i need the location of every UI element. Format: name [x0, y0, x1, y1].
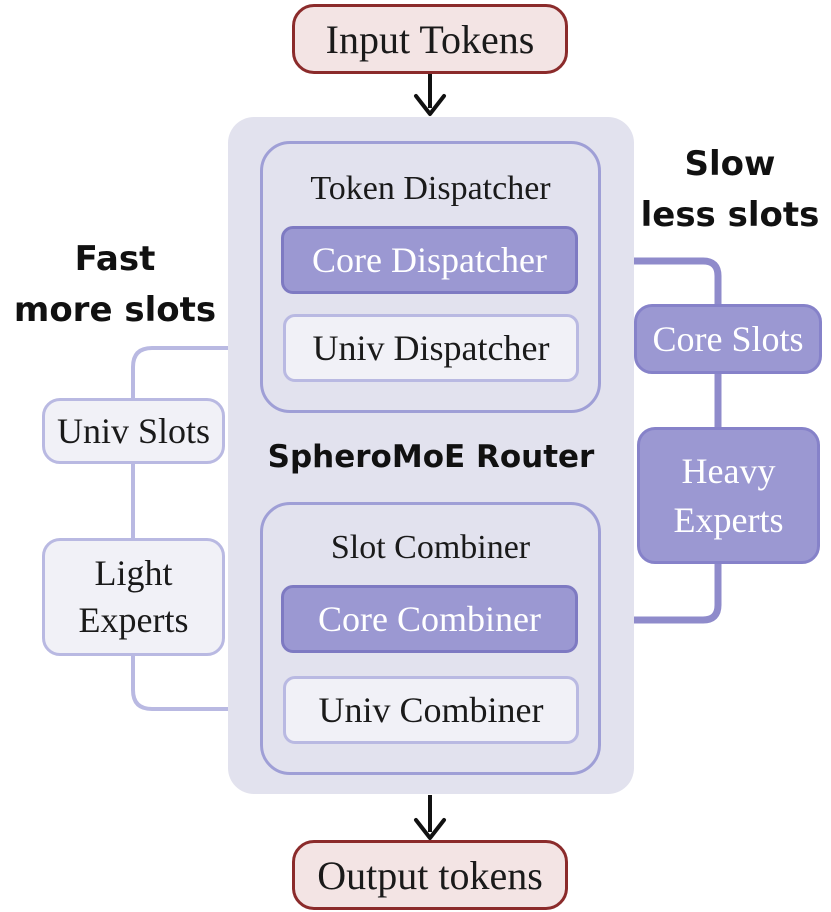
- input-arrowhead: [414, 94, 446, 116]
- heavy-experts-line1: Heavy: [681, 450, 776, 491]
- light-experts-line2: Experts: [78, 600, 189, 640]
- core-combiner-label: Core Combiner: [318, 599, 541, 639]
- univ-slots-box: Univ Slots: [42, 398, 225, 464]
- token-dispatcher-group: [260, 141, 601, 413]
- router-label: SpheroMoE Router: [267, 439, 595, 475]
- fast-path-note-line2: more slots: [13, 290, 217, 330]
- light-path-line: [131, 346, 283, 711]
- fast-path-note: Fast more slots: [5, 234, 225, 342]
- slow-path-note-line1: Slow: [684, 144, 776, 184]
- input-tokens-box: Input Tokens: [292, 4, 568, 74]
- core-slots-box: Core Slots: [634, 304, 822, 374]
- light-experts-line1: Light: [94, 553, 173, 594]
- slot-combiner-group: [260, 502, 601, 775]
- slot-combiner-title: Slot Combiner: [330, 529, 531, 566]
- core-slots-label: Core Slots: [652, 318, 804, 359]
- slow-path-note-line2: less slots: [640, 195, 820, 235]
- univ-dispatcher-label: Univ Dispatcher: [312, 328, 550, 368]
- univ-slots-label: Univ Slots: [56, 410, 211, 451]
- output-arrowhead: [414, 818, 446, 840]
- core-dispatcher-box: Core Dispatcher: [281, 226, 578, 294]
- output-tokens-label: Output tokens: [317, 852, 543, 898]
- univ-combiner-box: Univ Combiner: [283, 676, 579, 744]
- univ-combiner-label: Univ Combiner: [318, 690, 544, 730]
- univ-dispatcher-box: Univ Dispatcher: [283, 314, 579, 382]
- input-tokens-label: Input Tokens: [325, 16, 535, 62]
- slow-path-note: Slow less slots: [632, 139, 828, 247]
- core-dispatcher-label: Core Dispatcher: [312, 240, 547, 280]
- light-experts-box: Light Experts: [42, 538, 225, 656]
- core-combiner-box: Core Combiner: [281, 585, 578, 653]
- heavy-experts-line2: Experts: [673, 499, 784, 540]
- token-dispatcher-title: Token Dispatcher: [310, 170, 551, 207]
- output-tokens-box: Output tokens: [292, 840, 568, 910]
- heavy-experts-box: Heavy Experts: [637, 427, 820, 564]
- fast-path-note-line1: Fast: [74, 239, 156, 279]
